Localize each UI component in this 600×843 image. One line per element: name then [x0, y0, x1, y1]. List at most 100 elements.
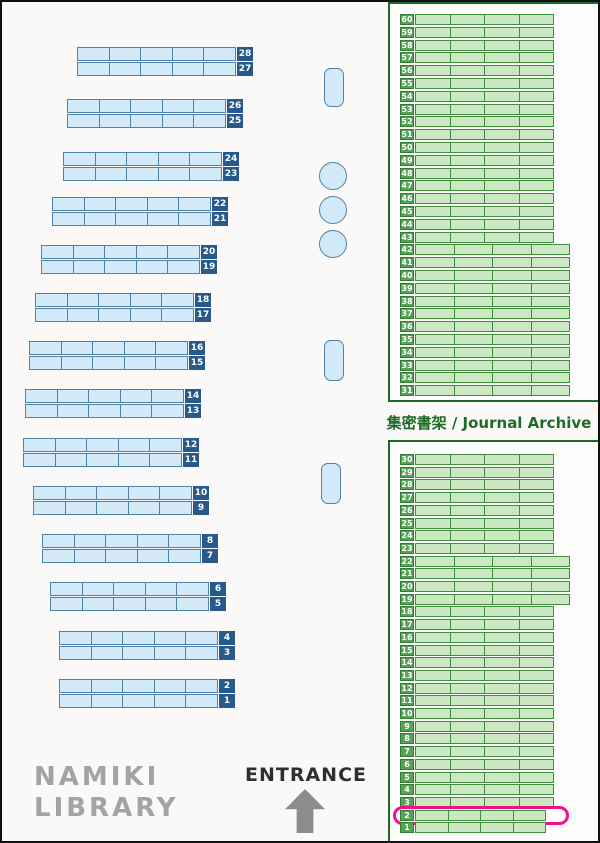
pillar	[321, 463, 341, 504]
archive-shelf-32	[415, 372, 570, 384]
archive-segment	[485, 734, 520, 744]
archive-row-18: 18	[400, 606, 554, 618]
shelf-number-tag: 6	[210, 582, 226, 596]
archive-segment	[416, 480, 451, 490]
archive-segment	[416, 335, 455, 344]
bookshelf-7	[42, 549, 201, 563]
archive-segment	[416, 632, 451, 642]
shelf-row-26: 26	[67, 99, 243, 113]
archive-segment	[520, 28, 554, 37]
archive-row-number: 11	[400, 695, 414, 707]
shelf-row-20: 20	[41, 245, 217, 259]
shelf-segment	[131, 100, 163, 112]
archive-row-33: 33	[400, 359, 570, 371]
archive-segment	[485, 670, 520, 680]
archive-segment	[493, 245, 532, 255]
archive-row-48: 48	[400, 167, 554, 179]
archive-shelf-35	[415, 334, 570, 345]
archive-segment	[416, 296, 455, 306]
archive-segment	[416, 607, 451, 617]
archive-row-number: 28	[400, 479, 414, 491]
archive-shelf-54	[415, 90, 554, 102]
archive-segment	[416, 493, 451, 503]
shelf-segment	[150, 454, 181, 466]
entrance-arrow-icon	[285, 789, 325, 833]
archive-row-21: 21	[400, 568, 570, 580]
bookshelf-6	[50, 582, 209, 596]
shelf-segment	[169, 550, 200, 562]
archive-shelf-49	[415, 154, 554, 166]
archive-segment	[520, 658, 554, 667]
archive-row-number: 30	[400, 454, 414, 465]
shelf-segment	[105, 261, 137, 273]
archive-segment	[520, 519, 554, 528]
archive-segment	[520, 734, 554, 743]
archive-segment	[520, 79, 554, 88]
archive-segment	[520, 480, 554, 489]
archive-segment	[520, 220, 554, 229]
archive-shelf-18	[415, 606, 554, 618]
shelf-segment	[114, 583, 146, 595]
archive-shelf-50	[415, 142, 554, 153]
archive-segment	[485, 607, 520, 617]
archive-segment	[455, 347, 493, 357]
archive-segment	[451, 66, 485, 76]
archive-segment	[416, 373, 455, 383]
shelf-segment	[92, 695, 124, 707]
shelf-segment	[194, 100, 225, 112]
archive-segment	[532, 322, 570, 331]
archive-segment	[485, 480, 520, 490]
archive-row-31: 31	[400, 385, 570, 397]
archive-segment	[451, 721, 485, 731]
shelf-segment	[169, 535, 200, 547]
archive-segment	[451, 53, 485, 63]
shelf-segment	[83, 598, 115, 610]
archive-segment	[416, 569, 455, 579]
archive-segment	[520, 493, 554, 502]
archive-shelf-6	[415, 758, 554, 770]
bookshelf-2	[59, 679, 218, 693]
archive-segment	[520, 181, 554, 190]
archive-segment	[485, 40, 520, 50]
shelf-segment	[92, 632, 124, 644]
archive-segment	[520, 696, 554, 705]
archive-segment	[493, 309, 532, 319]
shelf-segment	[83, 583, 115, 595]
archive-segment	[416, 40, 451, 50]
archive-segment	[493, 582, 532, 591]
archive-row-number: 37	[400, 308, 414, 320]
shelf-segment	[56, 454, 88, 466]
archive-shelf-10	[415, 708, 554, 719]
shelf-segment	[26, 405, 58, 417]
archive-segment	[451, 40, 485, 50]
archive-segment	[451, 645, 485, 655]
bookshelf-11	[23, 453, 182, 467]
shelf-segment	[42, 246, 74, 258]
archive-segment	[416, 543, 451, 553]
shelf-segment	[155, 632, 187, 644]
library-name-line2: LIBRARY	[34, 792, 179, 823]
archive-shelf-14	[415, 657, 554, 669]
shelf-number-tag: 2	[219, 679, 235, 693]
archive-row-17: 17	[400, 619, 554, 631]
shelf-segment	[156, 342, 187, 354]
shelf-segment	[58, 390, 90, 402]
archive-row-number: 10	[400, 708, 414, 719]
archive-segment	[416, 683, 451, 693]
shelf-segment	[106, 550, 138, 562]
shelf-segment	[93, 357, 125, 369]
archive-segment	[520, 169, 554, 178]
archive-segment	[532, 284, 570, 293]
archive-segment	[416, 455, 451, 464]
archive-row-19: 19	[400, 593, 570, 605]
archive-segment	[485, 168, 520, 178]
archive-segment	[493, 296, 532, 306]
shelf-segment	[177, 598, 208, 610]
round-table	[319, 196, 347, 224]
shelf-segment	[96, 168, 128, 180]
archive-segment	[451, 480, 485, 490]
archive-row-number: 34	[400, 346, 414, 358]
archive-segment	[451, 670, 485, 680]
